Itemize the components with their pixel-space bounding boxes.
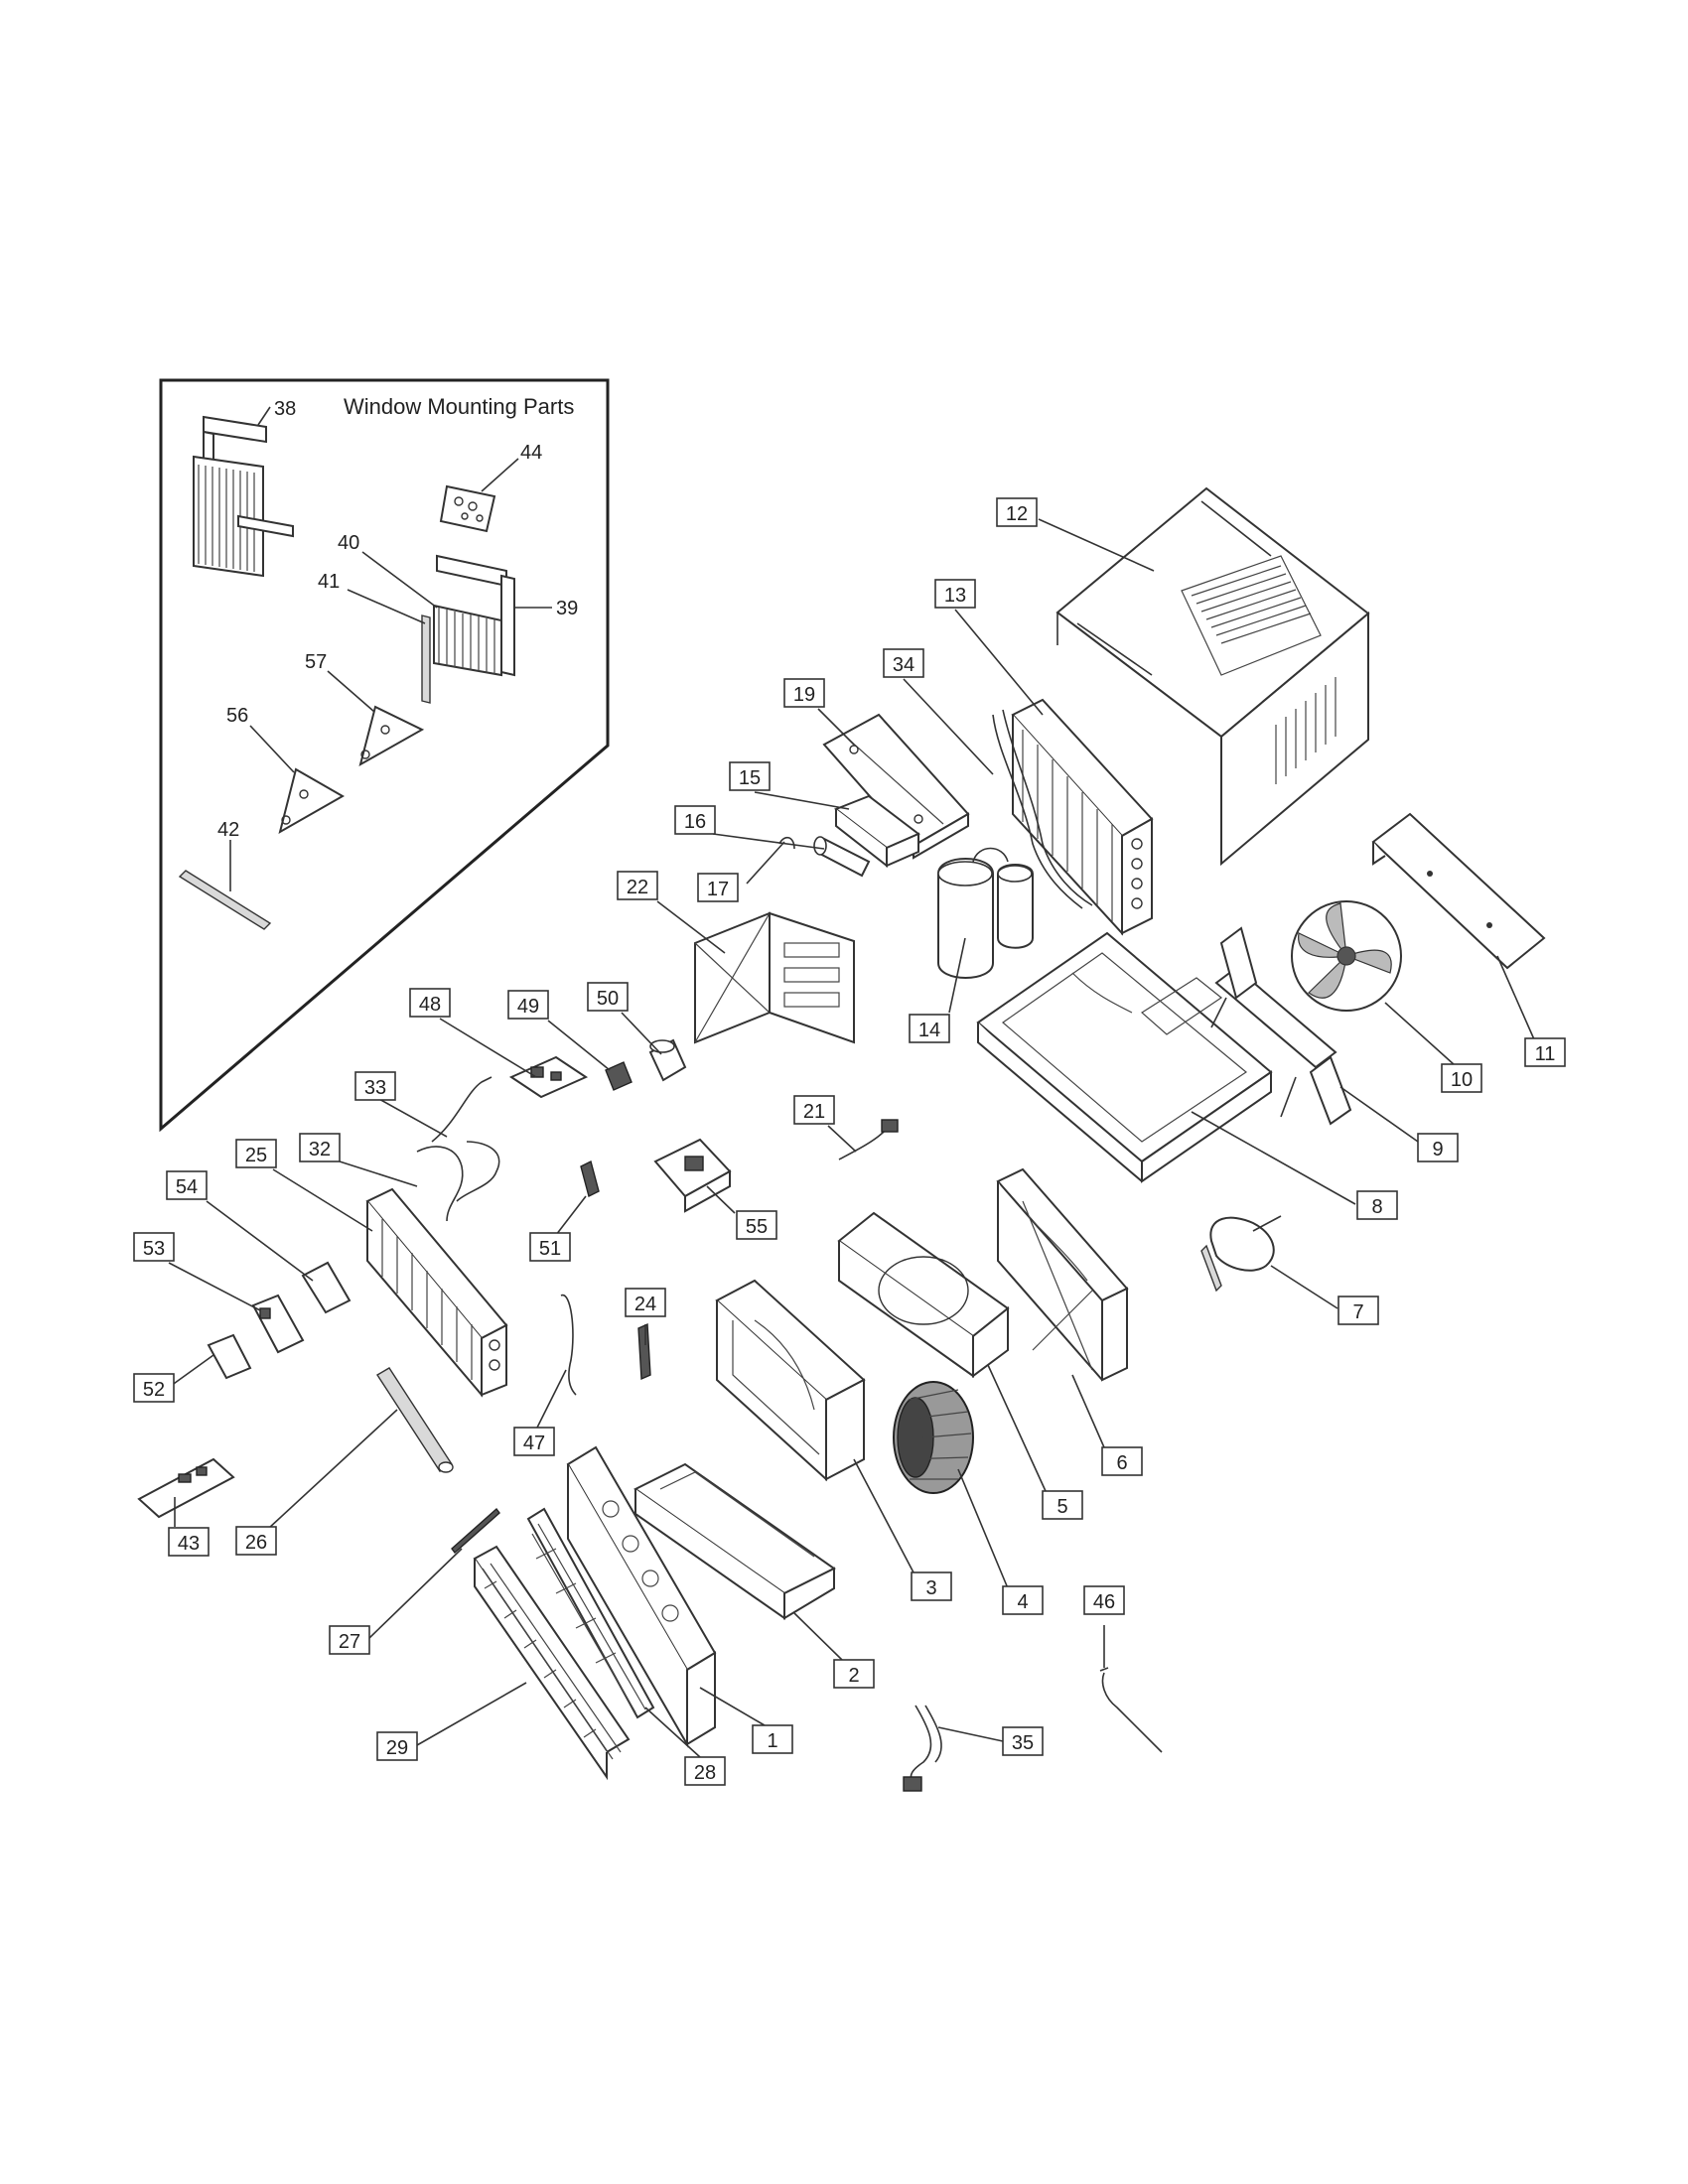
part-sill-strip [178,870,272,930]
callout-29: 29 [386,1737,408,1759]
part-drain-pan [633,1462,836,1620]
part-partition [996,1167,1129,1382]
callout-9: 9 [1432,1139,1443,1160]
part-remote-control [137,1457,235,1519]
callout-11: 11 [1535,1043,1556,1065]
callout-16: 16 [684,811,706,833]
part-support-bracket-upper [358,705,425,767]
part-electrical-box [653,1138,732,1213]
part-fan-motor [1200,1215,1282,1293]
part-support-bracket-lower [278,767,346,835]
part-base-pan [976,931,1273,1183]
part-thermistor [580,1160,600,1198]
part-control-bracket [694,911,855,1044]
callout-19: 19 [793,684,815,706]
part-display-board [301,1261,352,1314]
part-wire-harness [838,1119,899,1160]
callout-26: 26 [245,1532,267,1554]
part-curtain-panel [421,554,515,704]
callout-24: 24 [634,1294,656,1315]
part-control-board [508,1055,589,1099]
part-rear-panel [1371,812,1546,970]
part-control-cover [822,713,970,860]
part-condenser-coil [1011,698,1154,936]
callout-54: 54 [176,1176,198,1198]
part-drain-tube [1099,1667,1163,1753]
part-blower-scroll [837,1211,1010,1378]
callout-1: 1 [767,1730,777,1752]
callout-13: 13 [944,585,966,607]
part-air-filter [526,1507,655,1719]
part-front-grille [473,1545,631,1781]
callout-4: 4 [1017,1591,1028,1613]
part-run-capacitor [648,1038,687,1082]
window-mounting-inset: Window Mounting Parts 38 44 [159,378,610,1133]
part-compressor [937,847,1034,979]
callout-49: 49 [517,996,539,1018]
callout-15: 15 [739,767,761,789]
part-power-cord [903,1705,942,1792]
callout-34: 34 [893,654,914,676]
callout-22: 22 [627,877,648,898]
callout-7: 7 [1352,1301,1363,1323]
callout-40: 40 [338,532,359,554]
callout-56: 56 [226,705,248,727]
callout-17: 17 [707,879,729,900]
part-motor-bracket [1210,926,1352,1126]
callout-52: 52 [143,1379,165,1401]
callout-2: 2 [848,1665,859,1687]
part-cabinet [1055,486,1370,867]
part-blower-wheel [893,1381,974,1494]
callout-25: 25 [245,1145,267,1166]
callout-12: 12 [1006,503,1028,525]
callout-46: 46 [1093,1591,1115,1613]
callout-35: 35 [1012,1732,1034,1754]
callout-57: 57 [305,651,327,673]
callout-32: 32 [309,1139,331,1160]
part-sensor-wire [560,1294,577,1396]
callout-50: 50 [597,988,619,1010]
part-condenser-fan [1291,900,1402,1012]
callout-38: 38 [274,398,296,420]
part-side-curtain [193,415,294,578]
part-temperature-probe [451,1507,500,1555]
part-front-frame [566,1445,717,1748]
callout-51: 51 [539,1238,561,1260]
part-drain-tubing [416,1076,500,1222]
callout-41: 41 [318,571,340,593]
callout-14: 14 [918,1020,940,1041]
part-capacitor-clip [778,836,795,850]
callout-27: 27 [339,1631,360,1653]
callout-53: 53 [143,1238,165,1260]
callout-39: 39 [556,598,578,619]
part-drain-pipe [376,1367,454,1473]
part-hardware-bag [439,484,496,533]
callout-48: 48 [419,994,441,1016]
part-evaporator-coil [365,1187,508,1398]
part-receiver-board [207,1333,252,1380]
callout-33: 33 [364,1077,386,1099]
callout-5: 5 [1056,1496,1067,1518]
part-display-bracket [251,1294,305,1354]
callout-6: 6 [1116,1452,1127,1474]
callout-3: 3 [925,1577,936,1599]
part-evaporator-housing [715,1279,866,1482]
callout-47: 47 [523,1433,545,1454]
callout-43: 43 [178,1533,200,1555]
callout-10: 10 [1451,1069,1473,1091]
callout-44: 44 [520,442,542,464]
part-switch [605,1061,633,1091]
callout-42: 42 [217,819,239,841]
part-sensor-holder [637,1322,651,1381]
inset-title: Window Mounting Parts [344,394,574,419]
callout-28: 28 [694,1762,716,1784]
callout-8: 8 [1371,1196,1382,1218]
part-refrigerant-tubing [992,709,1093,909]
callout-55: 55 [746,1216,768,1238]
part-control-box [833,794,920,869]
callout-21: 21 [803,1101,825,1123]
